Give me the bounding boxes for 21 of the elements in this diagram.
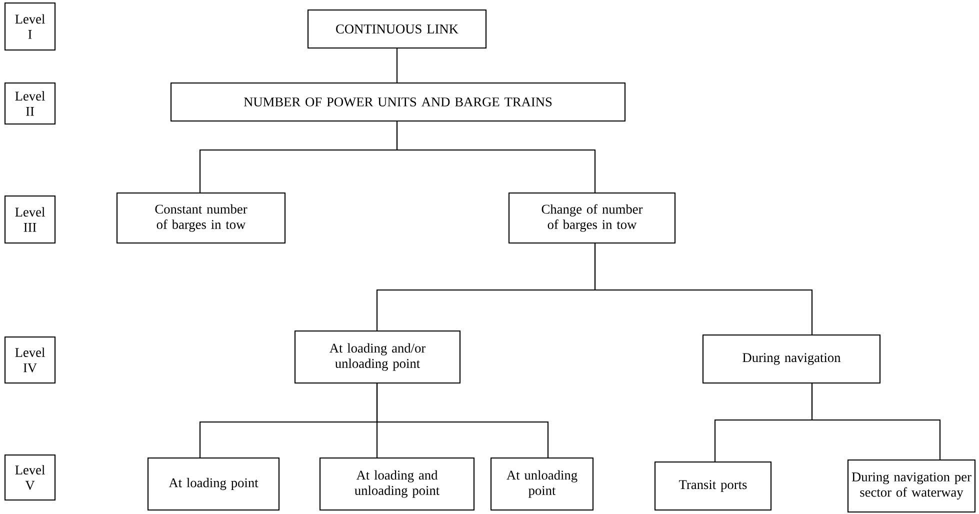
connector-line <box>376 383 549 458</box>
level-box: Level II <box>4 82 56 125</box>
connector-line <box>594 243 813 335</box>
category-box: Change of number of barges in tow <box>508 192 676 244</box>
category-box: At unloading point <box>490 457 594 511</box>
category-box: At loading point <box>147 457 280 511</box>
category-box: At loading and unloading point <box>319 457 475 511</box>
level-box: Level I <box>4 2 56 51</box>
category-box: NUMBER OF POWER UNITS AND BARGE TRAINS <box>170 82 626 122</box>
category-box: During navigation per sector of waterway <box>847 459 976 513</box>
category-box: During navigation <box>702 334 881 384</box>
category-box: CONTINUOUS LINK <box>307 9 487 49</box>
level-box: Level III <box>4 195 56 244</box>
category-box: Constant number of barges in tow <box>116 192 286 244</box>
category-box: At loading and/or unloading point <box>294 330 461 384</box>
level-box: Level IV <box>4 336 56 384</box>
level-box: Level V <box>4 454 56 501</box>
category-box: Transit ports <box>654 461 772 511</box>
connector-line <box>396 121 596 193</box>
connector-line <box>811 383 941 460</box>
connector-line <box>396 48 398 83</box>
